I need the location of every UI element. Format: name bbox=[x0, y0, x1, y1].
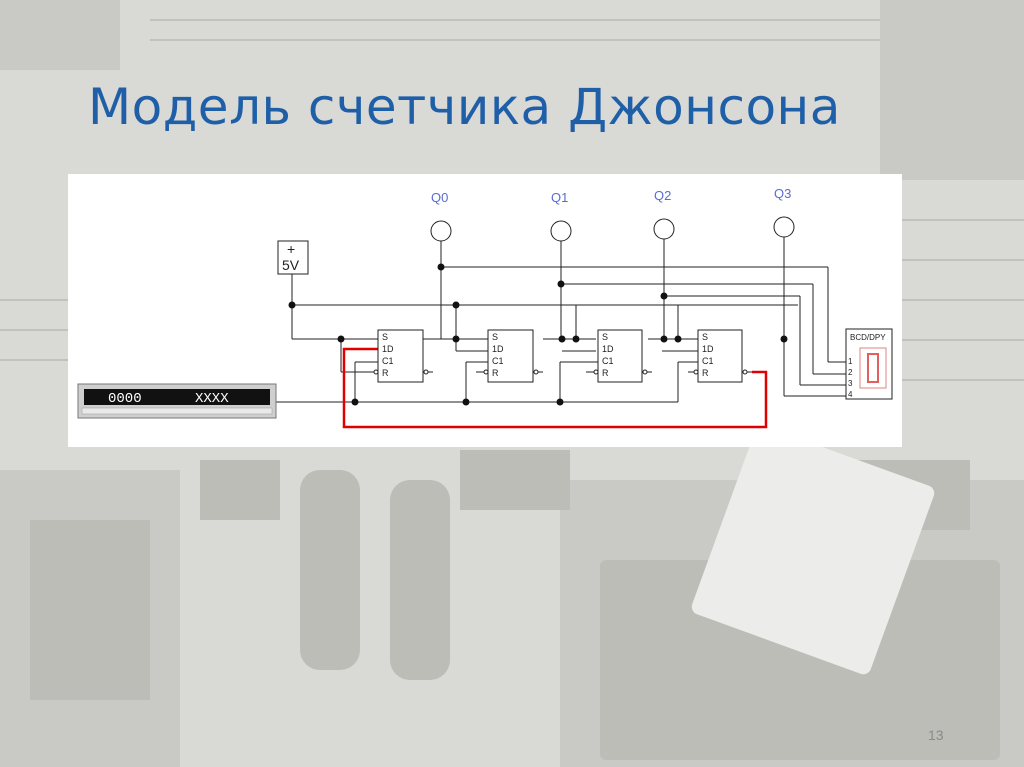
bcd-pin-3: 3 bbox=[848, 379, 853, 388]
pin-d: 1D bbox=[382, 344, 394, 354]
pin-s: S bbox=[492, 332, 498, 342]
bcd-pin-1: 1 bbox=[848, 357, 853, 366]
voltage-label: 5V bbox=[282, 257, 300, 273]
pin-d: 1D bbox=[702, 344, 714, 354]
bcd-display-title: BCD/DPY bbox=[850, 333, 886, 342]
pin-c: C1 bbox=[492, 356, 504, 366]
voltage-plus-sign: + bbox=[287, 241, 295, 257]
pin-d: 1D bbox=[602, 344, 614, 354]
word-generator-left-value: 0000 bbox=[108, 391, 142, 407]
word-generator: 0000 XXXX bbox=[77, 383, 277, 419]
flipflop-4: S 1D C1 R bbox=[693, 329, 748, 383]
bcd-display: BCD/DPY 1 2 3 4 bbox=[845, 328, 893, 400]
pin-s: S bbox=[382, 332, 388, 342]
output-label-q0: Q0 bbox=[431, 190, 448, 205]
pin-c: C1 bbox=[702, 356, 714, 366]
bcd-pin-2: 2 bbox=[848, 368, 853, 377]
output-label-q1: Q1 bbox=[551, 190, 568, 205]
word-generator-right-value: XXXX bbox=[195, 391, 229, 407]
page-number: 13 bbox=[928, 727, 944, 743]
pin-d: 1D bbox=[492, 344, 504, 354]
pin-r: R bbox=[702, 368, 709, 378]
pin-r: R bbox=[382, 368, 389, 378]
pin-c: C1 bbox=[602, 356, 614, 366]
output-probe-q1: Q1 bbox=[550, 190, 572, 242]
pin-r: R bbox=[602, 368, 609, 378]
pin-r: R bbox=[492, 368, 499, 378]
output-label-q3: Q3 bbox=[774, 186, 791, 201]
output-probe-q0: Q0 bbox=[430, 190, 452, 242]
pin-s: S bbox=[602, 332, 608, 342]
pin-s: S bbox=[702, 332, 708, 342]
output-probe-q3: Q3 bbox=[773, 186, 795, 238]
johnson-counter-schematic: Q0 Q1 Q2 Q3 + 5V S 1D C1 R bbox=[68, 174, 902, 447]
wires bbox=[268, 234, 846, 403]
flipflop-2: S 1D C1 R bbox=[483, 329, 539, 383]
pin-c: C1 bbox=[382, 356, 394, 366]
voltage-source: + 5V bbox=[277, 240, 309, 275]
output-label-q2: Q2 bbox=[654, 188, 671, 203]
flipflop-1: S 1D C1 R bbox=[373, 329, 429, 383]
flipflop-3: S 1D C1 R bbox=[593, 329, 648, 383]
output-probe-q2: Q2 bbox=[653, 188, 675, 240]
junction-dots bbox=[288, 263, 788, 406]
bcd-pin-4: 4 bbox=[848, 390, 853, 399]
feedback-wire bbox=[342, 347, 768, 429]
slide-title: Модель счетчика Джонсона bbox=[88, 78, 841, 136]
